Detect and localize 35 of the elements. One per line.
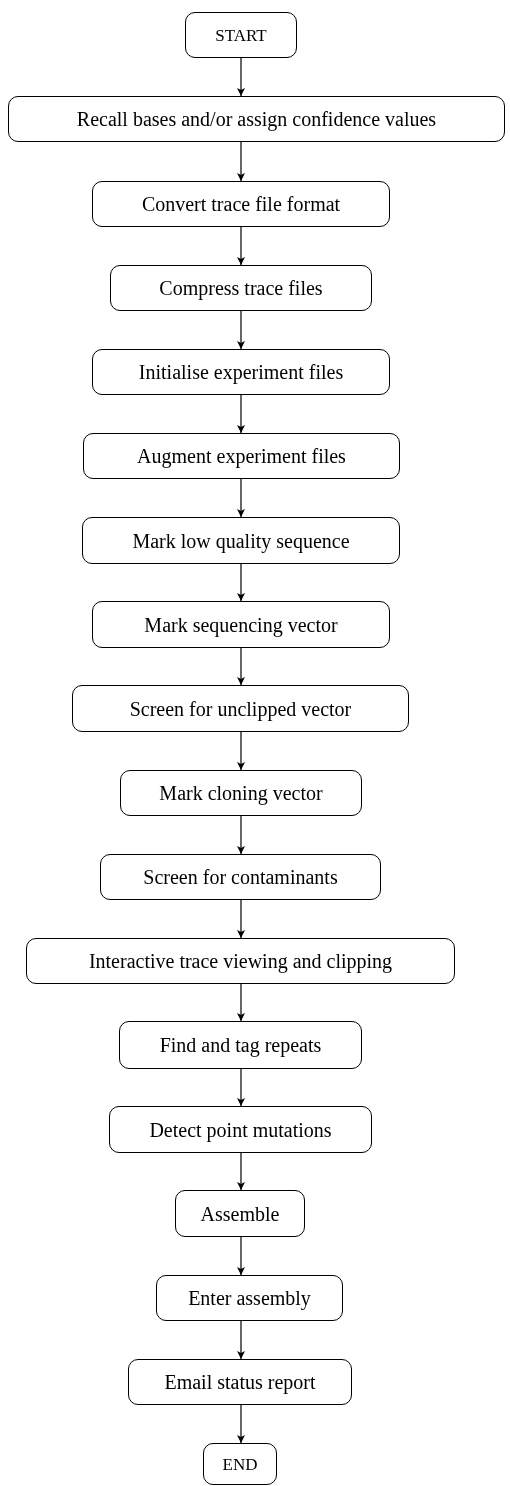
arrow	[237, 1068, 245, 1107]
arrow	[237, 899, 245, 939]
arrow	[237, 815, 245, 855]
process-box: Assemble	[175, 1190, 305, 1237]
process-box: Find and tag repeats	[119, 1021, 362, 1069]
arrow	[237, 731, 245, 771]
process-box: Recall bases and/or assign confidence values	[8, 96, 505, 142]
process-box: Mark sequencing vector	[92, 601, 390, 648]
process-box: Mark low quality sequence	[82, 517, 400, 564]
arrow	[237, 563, 245, 602]
arrow	[237, 1236, 245, 1276]
process-box: Mark cloning vector	[120, 770, 362, 816]
process-box: Augment experiment files	[83, 433, 400, 479]
process-box: Convert trace file format	[92, 181, 390, 227]
arrow	[237, 141, 245, 182]
arrow	[237, 983, 245, 1022]
process-box: Screen for contaminants	[100, 854, 381, 900]
process-box: Initialise experiment files	[92, 349, 390, 395]
terminal-box: END	[203, 1443, 277, 1485]
process-box: Email status report	[128, 1359, 352, 1405]
process-box: Screen for unclipped vector	[72, 685, 409, 732]
arrow	[237, 57, 245, 97]
process-box: Compress trace files	[110, 265, 372, 311]
arrow	[237, 394, 245, 434]
arrow	[237, 1320, 245, 1360]
arrow	[237, 310, 245, 350]
arrow	[237, 647, 245, 686]
process-box: Interactive trace viewing and clipping	[26, 938, 455, 984]
arrow	[237, 1404, 245, 1444]
terminal-box: START	[185, 12, 297, 58]
arrow	[237, 1152, 245, 1191]
arrow	[237, 226, 245, 266]
process-box: Enter assembly	[156, 1275, 343, 1321]
process-box: Detect point mutations	[109, 1106, 372, 1153]
arrow	[237, 478, 245, 518]
